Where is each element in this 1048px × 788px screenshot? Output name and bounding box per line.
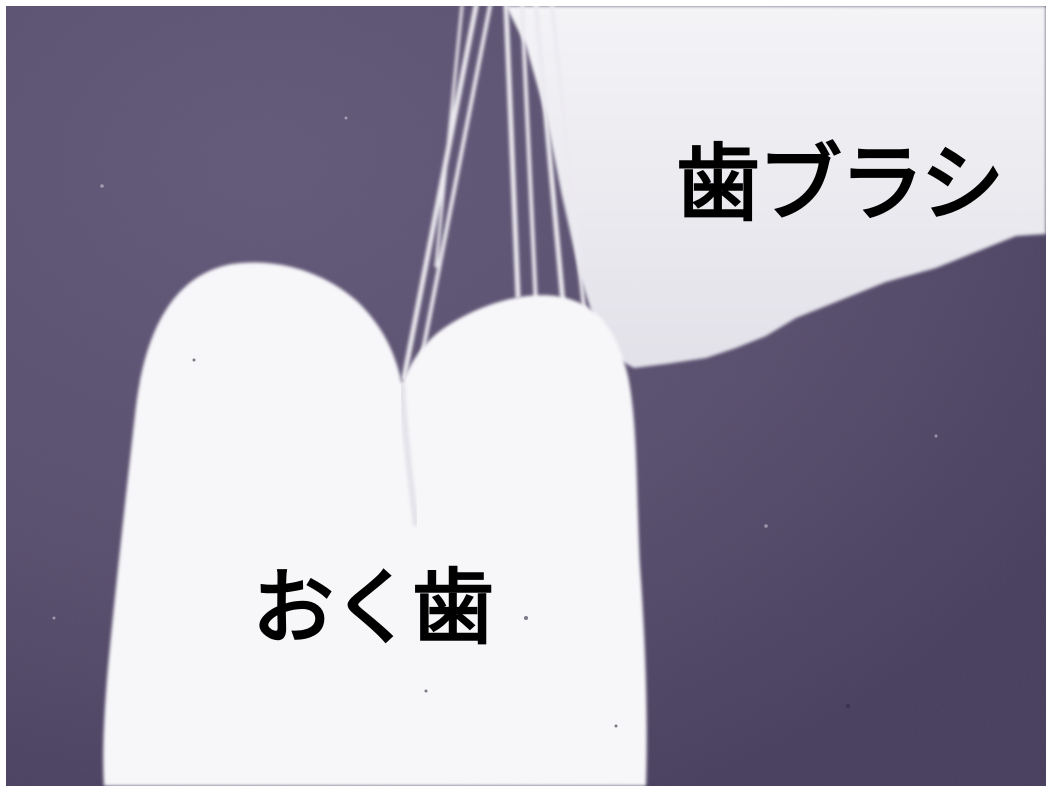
dust-specks <box>192 358 850 728</box>
bristle-strands <box>401 6 590 381</box>
toothbrush-bristles <box>454 6 1046 368</box>
molar-label: おく歯 <box>252 561 494 656</box>
toothbrush-label: 歯ブラシ <box>676 135 1004 233</box>
molar-tooth <box>103 262 647 786</box>
tooth-groove-shadow <box>399 383 419 527</box>
photo-illustration <box>6 6 1046 786</box>
tooth-brushing-photo <box>6 6 1046 786</box>
light-specks <box>52 116 938 620</box>
